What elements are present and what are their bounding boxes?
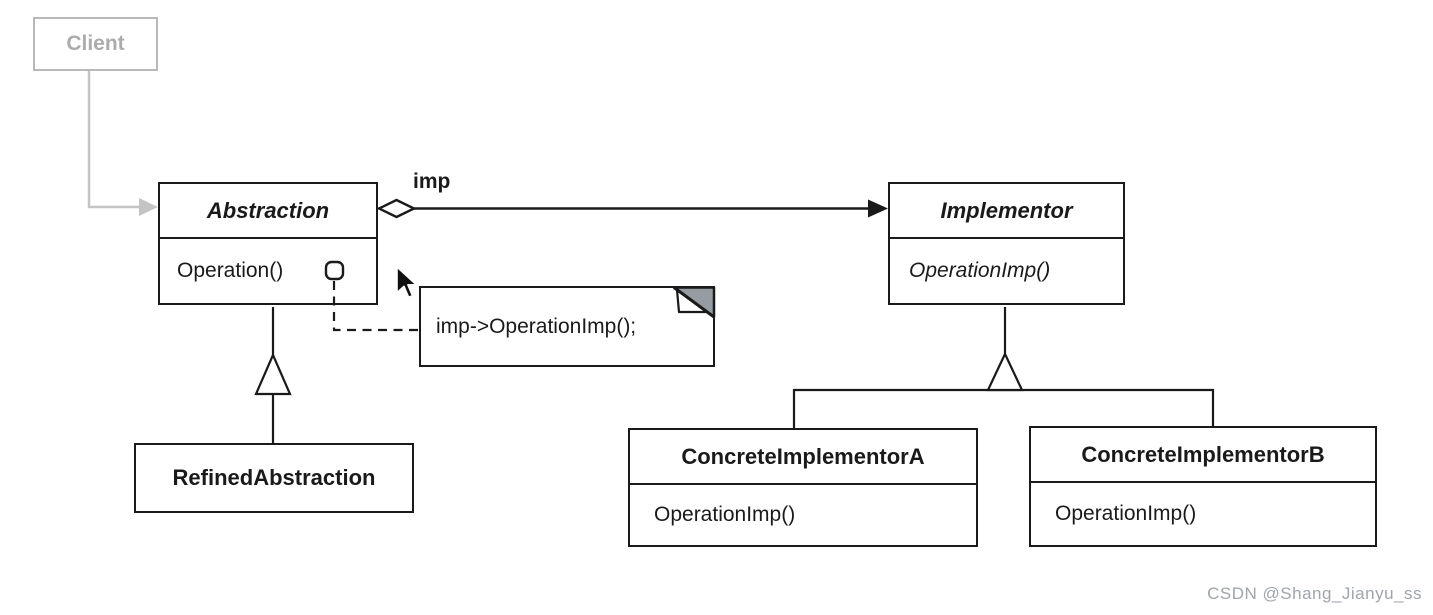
class-title: ConcreteImplementorB [1031,428,1375,483]
class-title: RefinedAbstraction [172,465,376,490]
generalization-triangle-icon [254,352,292,396]
note-text: imp->OperationImp(); [436,314,637,338]
aggregation-diamond-icon [376,198,417,219]
implementor-hierarchy-line [792,388,1215,428]
class-method: OperationImp() [1055,502,1197,525]
implementor-class-box: Implementor OperationImp() [888,182,1125,305]
generalization-triangle-icon [986,351,1024,392]
concrete-implementor-a-class-box: ConcreteImplementorA OperationImp() [628,428,978,547]
note-box: imp->OperationImp(); [419,285,715,367]
client-dependency-line [87,71,140,209]
association-arrowhead-icon [868,199,888,218]
class-method: OperationImp() [654,503,796,526]
mouse-cursor-icon [396,266,418,299]
class-title: Client [66,32,125,55]
watermark: CSDN @Shang_Jianyu_ss [1207,584,1422,603]
class-title: Abstraction [160,184,376,239]
class-method: Operation() [177,259,284,282]
client-arrowhead-icon [139,198,158,216]
class-title: ConcreteImplementorA [630,430,976,485]
class-method: OperationImp() [909,259,1051,282]
refined-abstraction-class-box: RefinedAbstraction [134,443,414,513]
client-class-box: Client [33,17,158,71]
imp-association-label: imp [413,170,451,193]
abstraction-class-box: Abstraction Operation() [158,182,378,305]
class-title: Implementor [890,184,1123,239]
concrete-implementor-b-class-box: ConcreteImplementorB OperationImp() [1029,426,1377,547]
note-fold-corner-icon [672,285,715,318]
